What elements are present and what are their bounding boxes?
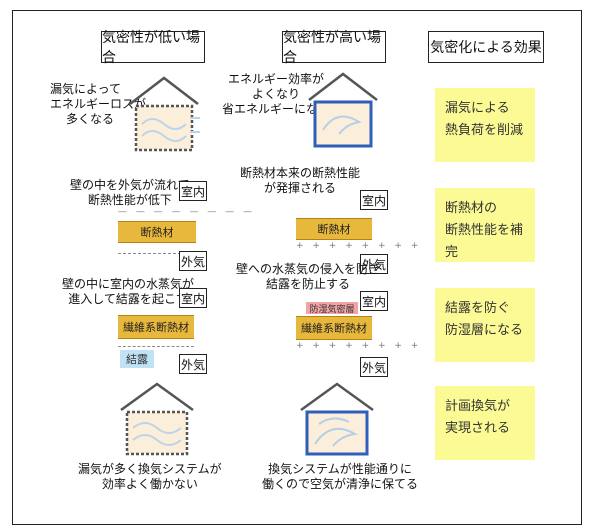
effect-box: 結露を防ぐ 防湿層になる bbox=[435, 288, 535, 362]
high-bottom-caption-line: 換気システムが性能通りに bbox=[268, 462, 412, 476]
airtight-house-icon bbox=[300, 382, 374, 456]
header-high-airtightness: 気密性が高い場合 bbox=[282, 30, 386, 66]
outer-wall-line bbox=[118, 346, 194, 347]
outer-wall-line bbox=[118, 253, 196, 254]
indoor-tag: 室内 bbox=[179, 181, 207, 201]
fiber-insulation-panel: 繊維系断熱材 bbox=[296, 316, 372, 340]
indoor-tag: 室内 bbox=[179, 288, 207, 308]
high-wall-caption-1: 断熱材本来の断熱性能 が発揮される bbox=[240, 166, 360, 196]
low-wall-caption-line: 進入して結露を起こす bbox=[68, 292, 188, 306]
diagram-frame bbox=[12, 10, 582, 525]
outdoor-tag: 外気 bbox=[360, 357, 388, 377]
low-bottom-caption: 漏気が多く換気システムが 効率よく働かない bbox=[78, 462, 222, 492]
outdoor-tag: 外気 bbox=[179, 354, 207, 374]
insulation-panel: 断熱材 bbox=[118, 221, 196, 243]
high-bottom-caption-line: 働くので空気が清浄に保てる bbox=[262, 477, 419, 491]
high-wall-caption-2: 壁への水蒸気の侵入を防ぎ 結露を防止する bbox=[236, 262, 380, 292]
vapor-barrier-layer: 防湿気密層 bbox=[306, 302, 358, 315]
high-wall-caption-line: が発揮される bbox=[264, 181, 337, 195]
leaky-house-icon bbox=[129, 76, 200, 152]
high-house-caption-line: エネルギー効率が bbox=[228, 72, 325, 86]
heat-flow-marks: — — — — — — — — bbox=[118, 207, 256, 217]
header-airtightness-effect: 気密化による効果 bbox=[428, 31, 544, 63]
high-wall-caption-line: 結露を防止する bbox=[266, 277, 351, 291]
high-house-caption: エネルギー効率が よくなり 省エネルギーになる bbox=[222, 72, 330, 117]
low-bottom-caption-line: 効率よく働かない bbox=[101, 477, 198, 491]
indoor-tag: 室内 bbox=[360, 291, 388, 311]
high-house-caption-line: 省エネルギーになる bbox=[222, 102, 331, 116]
effect-box: 断熱材の 断熱性能を補完 bbox=[435, 188, 535, 262]
indoor-tag: 室内 bbox=[360, 190, 388, 210]
effect-box: 漏気による 熱負荷を削減 bbox=[435, 88, 535, 162]
low-house-caption-line: エネルギーロスが bbox=[50, 97, 147, 111]
low-house-caption-line: 多くなる bbox=[66, 112, 115, 126]
condensation-zone: 結露 bbox=[120, 350, 154, 368]
header-low-airtightness: 気密性が低い場合 bbox=[101, 30, 205, 66]
outdoor-tag: 外気 bbox=[360, 254, 388, 274]
heat-flow-marks: + + + + + + + + bbox=[296, 241, 422, 251]
low-bottom-caption-line: 漏気が多く換気システムが bbox=[78, 462, 222, 476]
insulation-panel: 断熱材 bbox=[296, 218, 372, 240]
low-wall-caption-1: 壁の中を外気が流れて 断熱性能が低下 bbox=[70, 178, 190, 208]
effect-box: 計画換気が 実現される bbox=[435, 386, 535, 460]
high-house-caption-line: よくなり bbox=[252, 87, 301, 101]
airtight-house-icon bbox=[308, 72, 378, 148]
high-bottom-caption: 換気システムが性能通りに 働くので空気が清浄に保てる bbox=[262, 462, 418, 492]
outdoor-tag: 外気 bbox=[179, 251, 207, 271]
high-wall-caption-line: 断熱材本来の断熱性能 bbox=[240, 166, 361, 180]
high-wall-caption-line: 壁への水蒸気の侵入を防ぎ bbox=[236, 262, 381, 276]
low-wall-caption-line: 壁の中を外気が流れて bbox=[70, 178, 190, 192]
low-house-caption: 漏気によって エネルギーロスが 多くなる bbox=[50, 82, 146, 127]
low-wall-caption-line: 断熱性能が低下 bbox=[87, 193, 172, 207]
low-wall-caption-line: 壁の中に室内の水蒸気が bbox=[62, 277, 195, 291]
low-wall-caption-2: 壁の中に室内の水蒸気が 進入して結露を起こす bbox=[62, 277, 194, 307]
leaky-house-icon bbox=[120, 382, 194, 456]
low-house-caption-line: 漏気によって bbox=[50, 82, 122, 96]
fiber-insulation-panel: 繊維系断熱材 bbox=[118, 315, 194, 339]
heat-flow-marks: + + + + + + + + bbox=[296, 341, 422, 351]
